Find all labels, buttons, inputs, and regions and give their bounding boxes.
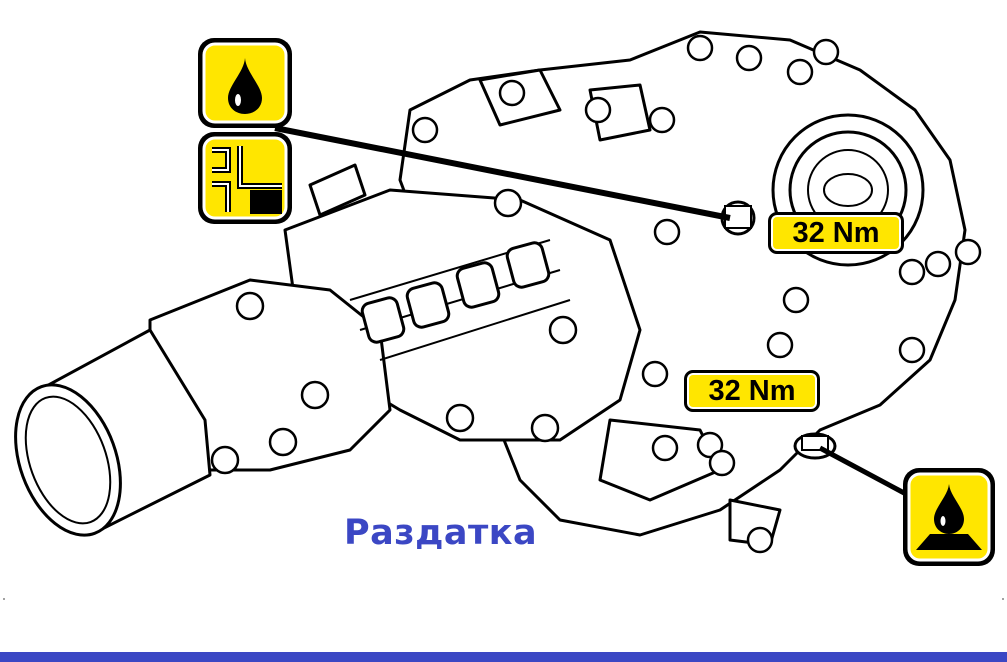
- oil-drop-icon: [198, 38, 292, 128]
- bottom-bar: [0, 652, 1007, 662]
- drain-leader-line: [818, 445, 908, 497]
- filler-plug: [720, 200, 756, 236]
- oil-level-icon: [198, 132, 292, 224]
- diagram-caption: Раздатка: [344, 513, 538, 553]
- filler-plug-torque-label: 32 Nm: [768, 212, 904, 254]
- filler-leader-line: [274, 125, 731, 221]
- oil-drain-icon: [903, 468, 995, 566]
- drain-plug-torque-label: 32 Nm: [684, 370, 820, 412]
